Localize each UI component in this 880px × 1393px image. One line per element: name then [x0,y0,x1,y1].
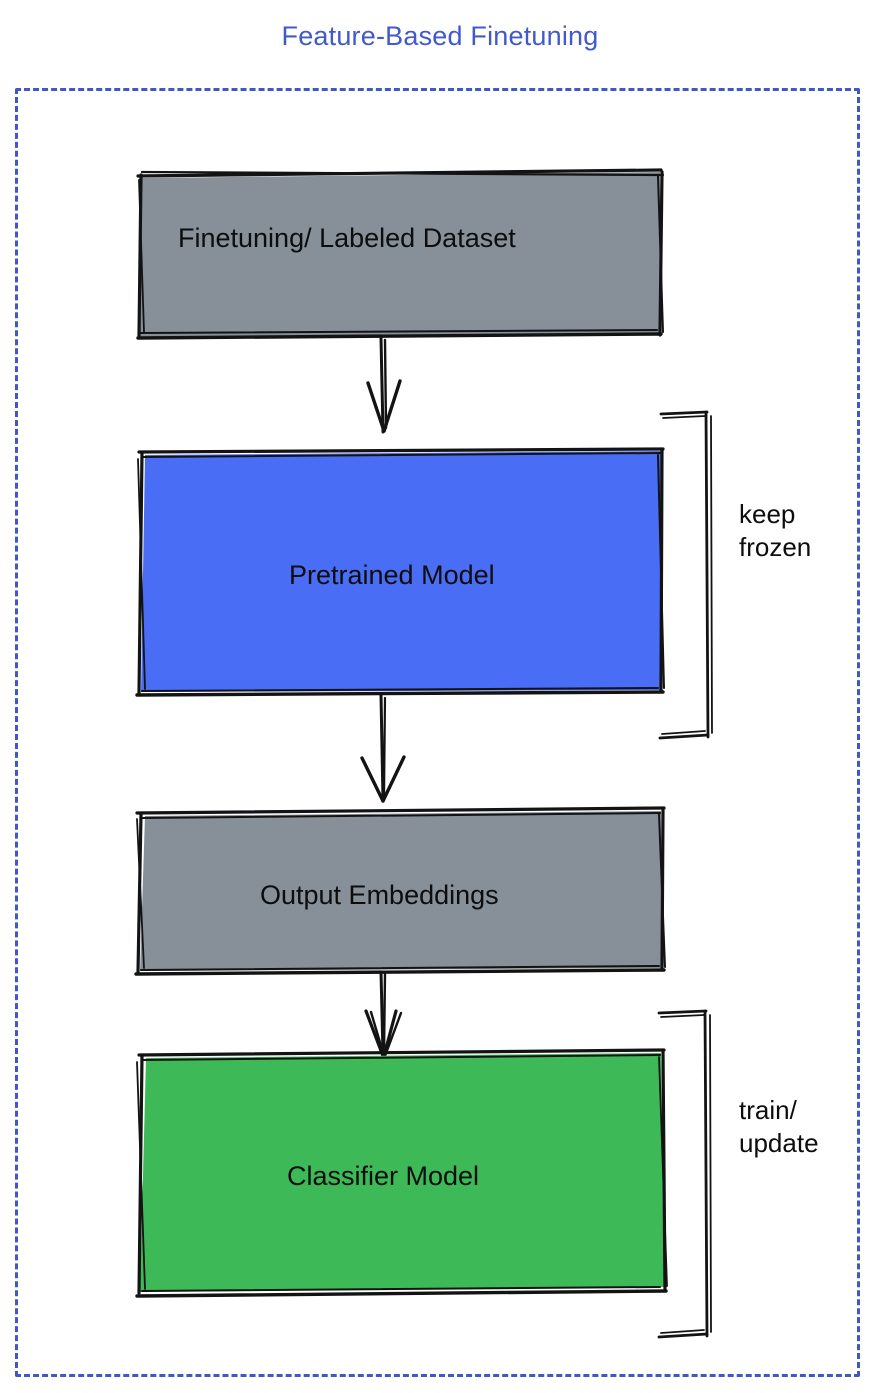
annotation-keep-frozen: keep frozen [739,499,812,563]
diagram-frame [15,88,860,1377]
annotation-train-update: train/ update [739,1095,819,1159]
node-label-output-embeddings: Output Embeddings [260,880,499,910]
node-label-classifier-model: Classifier Model [287,1161,480,1191]
node-label-pretrained-model: Pretrained Model [289,560,495,590]
page-title: Feature-Based Finetuning [281,21,599,51]
node-label-finetuning-dataset: Finetuning/ Labeled Dataset [178,223,516,253]
